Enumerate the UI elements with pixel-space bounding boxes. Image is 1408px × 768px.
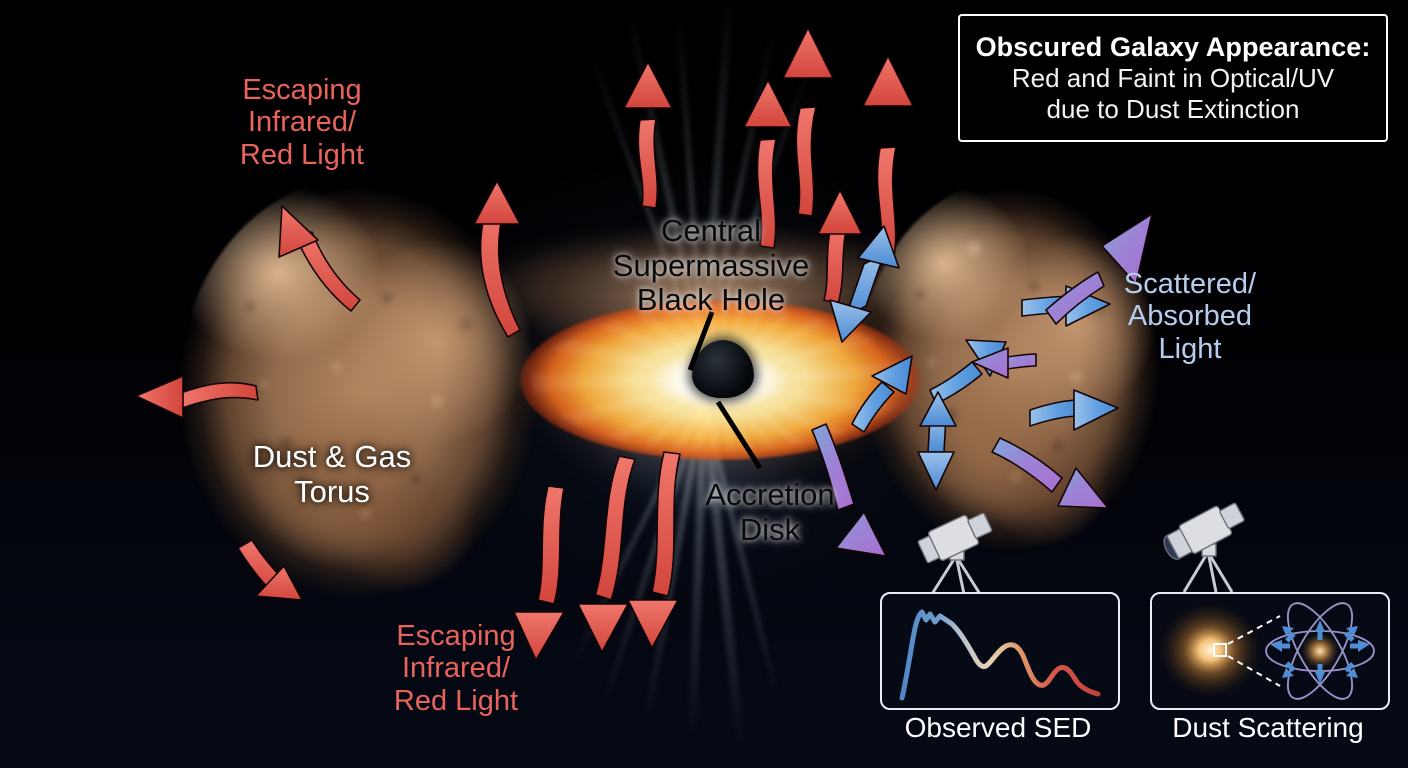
dust-scattering-schematic bbox=[1158, 602, 1375, 700]
accretion-disk bbox=[450, 240, 990, 520]
label-escaping-ir-top: Escaping Infrared/ Red Light bbox=[239, 74, 365, 171]
label-central-black-hole: Central Supermassive Black Hole bbox=[612, 213, 810, 318]
telescope-icon-dust bbox=[1163, 502, 1245, 593]
label-scattered-absorbed-light: Scattered/ Absorbed Light bbox=[1123, 268, 1257, 365]
title-line-2: Red and Faint in Optical/UV bbox=[1011, 62, 1335, 93]
sed-plot bbox=[899, 609, 1101, 701]
callout-line bbox=[1227, 615, 1281, 645]
title-box: Obscured Galaxy Appearance: Red and Fain… bbox=[958, 14, 1388, 142]
callout-box bbox=[1213, 643, 1227, 657]
label-accretion-disk: Accretion Disk bbox=[705, 477, 835, 547]
red-arrow-head bbox=[135, 375, 184, 419]
title-line-1: Obscured Galaxy Appearance: bbox=[975, 31, 1371, 62]
title-line-3: due to Dust Extinction bbox=[1046, 93, 1300, 124]
observed-sed-panel bbox=[880, 592, 1120, 710]
sed-curve bbox=[899, 609, 1101, 701]
label-escaping-ir-bottom: Escaping Infrared/ Red Light bbox=[393, 620, 519, 717]
observed-sed-caption: Observed SED bbox=[904, 712, 1092, 743]
telescope-icon-sed bbox=[917, 512, 993, 595]
source-glow bbox=[1158, 602, 1262, 698]
dust-scattering-panel bbox=[1150, 592, 1390, 710]
scatter-arrows bbox=[1270, 620, 1370, 684]
dust-grain-core bbox=[1300, 632, 1340, 670]
label-dust-gas-torus: Dust & Gas Torus bbox=[252, 439, 412, 509]
dust-scattering-caption: Dust Scattering bbox=[1172, 712, 1364, 743]
